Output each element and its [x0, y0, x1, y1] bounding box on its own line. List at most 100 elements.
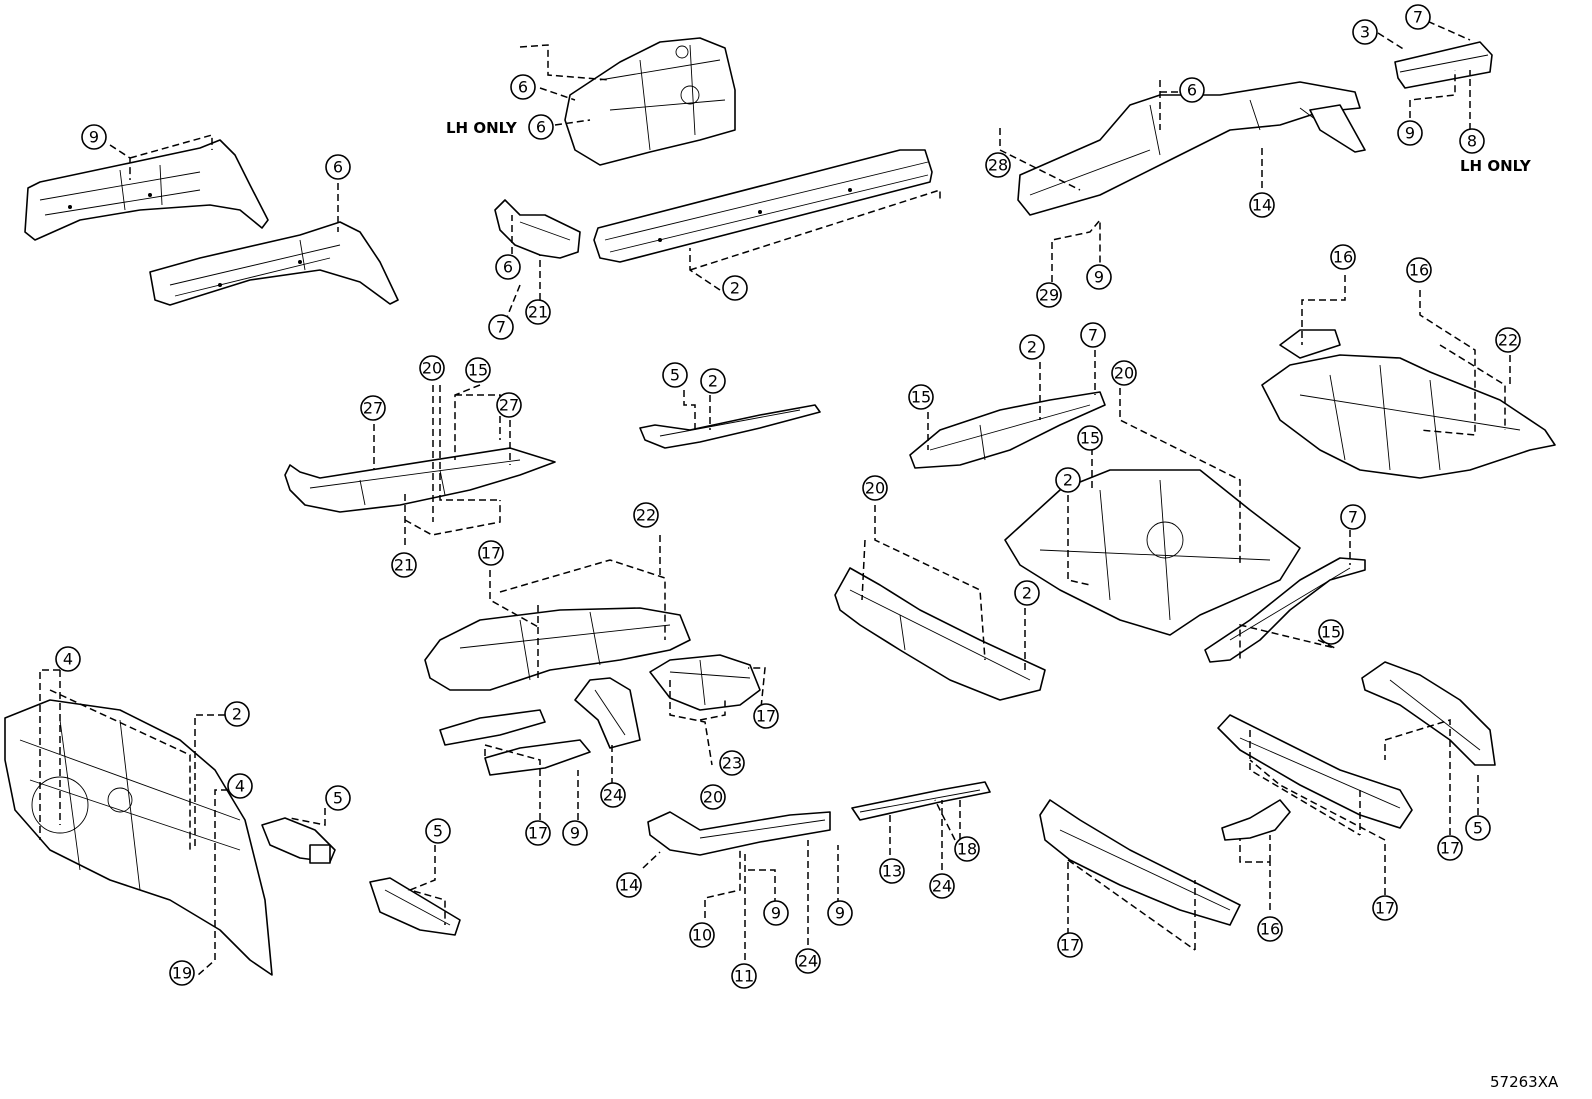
part-bracket-16 — [1221, 799, 1291, 841]
callout-circle — [488, 314, 514, 340]
callout-11: 11 — [731, 963, 757, 989]
callout-17: 17 — [525, 820, 551, 846]
callout-number: 20 — [703, 788, 723, 807]
callout-number: 15 — [911, 388, 931, 407]
part-rocker-panel — [593, 149, 933, 263]
callout-6: 6 — [1179, 77, 1205, 103]
callout-circle — [360, 395, 386, 421]
callout-5: 5 — [425, 818, 451, 844]
callout-circle — [700, 368, 726, 394]
callout-circle — [879, 858, 905, 884]
callout-circle — [1257, 916, 1283, 942]
callout-number: 29 — [1039, 286, 1059, 305]
callout-circle — [862, 475, 888, 501]
callout-number: 2 — [1027, 338, 1037, 357]
callout-5: 5 — [662, 362, 688, 388]
callout-circle — [753, 703, 779, 729]
callout-20: 20 — [862, 475, 888, 501]
callout-3: 3 — [1352, 19, 1378, 45]
callout-13: 13 — [879, 858, 905, 884]
callout-circle — [525, 299, 551, 325]
callout-circle — [1086, 264, 1112, 290]
callout-2: 2 — [1019, 334, 1045, 360]
callout-circle — [224, 701, 250, 727]
callout-number: 6 — [1187, 81, 1197, 100]
callout-number: 8 — [1467, 132, 1477, 151]
part-sill-reinforcement — [647, 811, 831, 856]
callout-circle — [325, 785, 351, 811]
callout-number: 9 — [89, 128, 99, 147]
part-bracket-5-left — [261, 817, 336, 864]
callout-22: 22 — [633, 502, 659, 528]
callout-21: 21 — [525, 299, 551, 325]
part-bracket-center — [494, 199, 581, 259]
callout-circle — [1019, 334, 1045, 360]
callout-circle — [616, 872, 642, 898]
callout-number: 15 — [1321, 623, 1341, 642]
callout-number: 3 — [1360, 23, 1370, 42]
callout-2: 2 — [1055, 467, 1081, 493]
callout-number: 9 — [1094, 268, 1104, 287]
callout-number: 5 — [670, 366, 680, 385]
callout-number: 15 — [1080, 429, 1100, 448]
callout-16: 16 — [1406, 257, 1432, 283]
callout-number: 5 — [433, 822, 443, 841]
callout-number: 11 — [734, 967, 754, 986]
callout-circle — [1077, 425, 1103, 451]
callout-circle — [1014, 580, 1040, 606]
callout-circle — [662, 362, 688, 388]
callout-17: 17 — [753, 703, 779, 729]
callout-15: 15 — [1077, 425, 1103, 451]
callout-circle — [1179, 77, 1205, 103]
callout-number: 2 — [708, 372, 718, 391]
callout-circle — [827, 900, 853, 926]
leader-lines — [39, 16, 1511, 976]
callout-number: 23 — [722, 754, 742, 773]
callout-14: 14 — [616, 872, 642, 898]
callout-5: 5 — [325, 785, 351, 811]
part-brace-lower-left — [439, 709, 591, 776]
callout-16: 16 — [1330, 244, 1356, 270]
part-rear-floor-side-member — [1204, 557, 1366, 663]
callout-number: 15 — [468, 361, 488, 380]
callout-number: 16 — [1409, 261, 1429, 280]
callout-number: 16 — [1260, 920, 1280, 939]
callout-9: 9 — [827, 900, 853, 926]
callout-circle — [1465, 815, 1491, 841]
callout-27: 27 — [360, 395, 386, 421]
part-rear-floor-pan — [1261, 329, 1556, 479]
part-sill-plate — [851, 781, 991, 821]
part-bracket-mid-17 — [649, 654, 761, 711]
callout-6: 6 — [528, 114, 554, 140]
callout-number: 7 — [1413, 8, 1423, 27]
callout-number: 7 — [1348, 508, 1358, 527]
diagram-code: 57263XA — [1490, 1073, 1559, 1091]
callout-circle — [1340, 504, 1366, 530]
callout-number: 17 — [1440, 839, 1460, 858]
callout-circle — [600, 782, 626, 808]
callout-circle — [525, 820, 551, 846]
callout-7: 7 — [1405, 4, 1431, 30]
callout-circle — [55, 646, 81, 672]
part-dash-panel — [4, 699, 273, 976]
callout-number: 10 — [692, 926, 712, 945]
callout-16: 16 — [1257, 916, 1283, 942]
callout-17: 17 — [1057, 932, 1083, 958]
part-pillar-bracket — [574, 677, 641, 749]
callout-9: 9 — [562, 820, 588, 846]
callout-8: 8 — [1459, 128, 1485, 154]
callout-number: 2 — [1022, 584, 1032, 603]
part-cross-member-front — [834, 567, 1046, 701]
part-cross-member-rear — [1039, 799, 1241, 926]
callout-number: 17 — [481, 544, 501, 563]
callout-9: 9 — [1086, 264, 1112, 290]
callout-2: 2 — [722, 275, 748, 301]
callout-21: 21 — [391, 552, 417, 578]
callout-number: 14 — [1252, 196, 1272, 215]
callout-circle — [1459, 128, 1485, 154]
part-bracket-5-right — [1361, 661, 1496, 766]
part-front-side-member-lower — [149, 221, 399, 306]
callout-circle — [722, 275, 748, 301]
callout-number: 24 — [932, 877, 952, 896]
callout-number: 5 — [1473, 819, 1483, 838]
